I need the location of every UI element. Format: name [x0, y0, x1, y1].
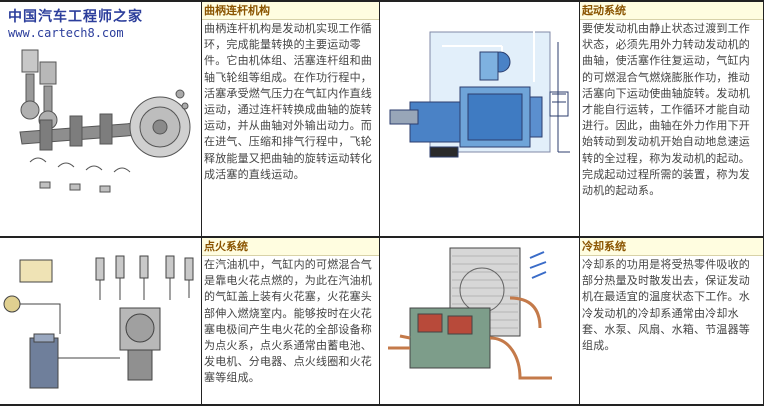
ignition-system-cell: 点火系统 在汽油机中，气缸内的可燃混合气是靠电火花点燃的，为此在汽油机的气缸盖上…: [202, 238, 380, 404]
cooling-system-image: [380, 238, 580, 404]
section-body: 冷却系的功用是将受热零件吸收的部分热量及时散发出去，保证发动机在最适宜的温度状态…: [582, 258, 750, 353]
table-row-divider: [0, 236, 764, 238]
starter-system-image: [380, 2, 580, 236]
starter-system-illustration: [389, 21, 570, 158]
section-title: 点火系统: [202, 238, 379, 256]
section-body: 要使发动机由静止状态过渡到工作状态，必须先用外力转动发动机的曲轴，使活塞作往复运…: [582, 22, 750, 198]
site-watermark-title: 中国汽车工程师之家: [8, 9, 143, 25]
site-watermark-url: www.cartech8.com: [8, 26, 124, 40]
section-body: 在汽油机中，气缸内的可燃混合气是靠电火花点燃的，为此在汽油机的气缸盖上装有火花塞…: [204, 258, 372, 385]
crank-mechanism-cell: 曲柄连杆机构 曲柄连杆机构是发动机实现工作循环，完成能量转换的主要运动零件。它由…: [202, 2, 380, 236]
cooling-system-illustration: [388, 247, 552, 380]
ignition-system-illustration: [3, 255, 194, 389]
table-top-rule: [0, 0, 764, 2]
cooling-system-cell: 冷却系统 冷却系的功用是将受热零件吸收的部分热量及时散发出去，保证发动机在最适宜…: [580, 238, 764, 404]
starter-system-cell: 起动系统 要使发动机由静止状态过渡到工作状态，必须先用外力转动发动机的曲轴，使活…: [580, 2, 764, 236]
crank-mechanism-image: [0, 2, 202, 236]
section-body: 曲柄连杆机构是发动机实现工作循环，完成能量转换的主要运动零件。它由机体组、活塞连…: [204, 22, 372, 181]
section-title: 起动系统: [580, 2, 763, 20]
section-title: 冷却系统: [580, 238, 763, 256]
ignition-system-image: [0, 238, 202, 404]
table-bottom-rule: [0, 404, 764, 406]
crank-mechanism-illustration: [19, 49, 191, 193]
section-title: 曲柄连杆机构: [202, 2, 379, 20]
